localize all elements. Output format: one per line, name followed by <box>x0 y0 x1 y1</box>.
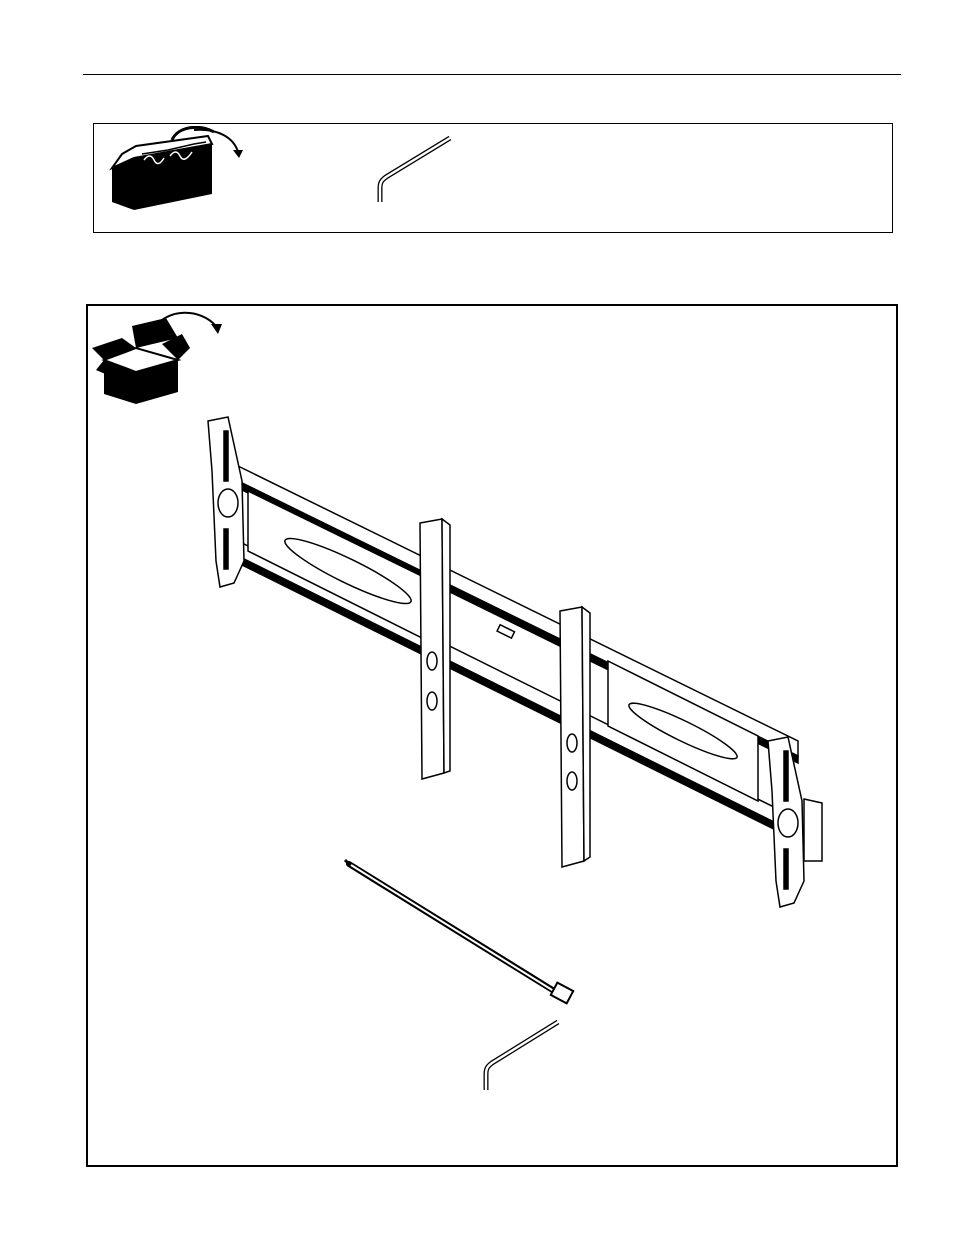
tools-required-panel <box>93 123 893 233</box>
wall-mount-bracket-illustration <box>198 411 838 911</box>
rotate-arrow-icon <box>233 150 243 158</box>
parts-panel <box>86 304 898 1167</box>
header-rule <box>83 74 901 75</box>
hex-key-icon <box>468 1014 568 1094</box>
cable-tie-icon <box>343 854 603 1014</box>
hex-key-icon <box>362 132 462 212</box>
open-box-icon <box>92 308 232 408</box>
rotate-arrow-icon <box>211 324 222 334</box>
toolbox-icon <box>108 126 248 216</box>
